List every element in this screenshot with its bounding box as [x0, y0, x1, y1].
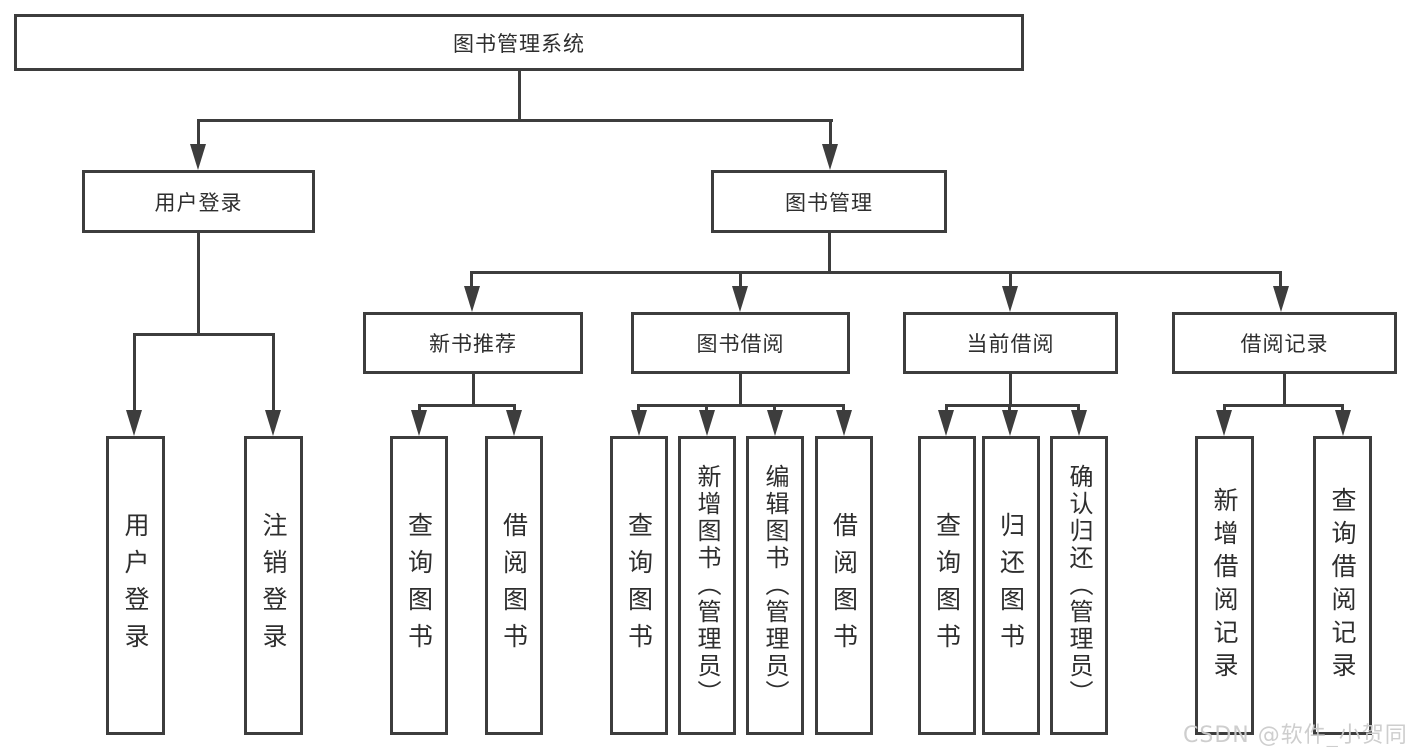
arrow-down-icon [767, 410, 783, 436]
arrow-down-icon [265, 410, 281, 436]
connector-mgmt-drop-3 [1009, 271, 1012, 288]
connector-g2-drop-3 [1077, 404, 1080, 414]
connector-g2-drop-1 [945, 404, 948, 414]
leaf-user-login: 用户登录 [106, 436, 165, 735]
connector-l2-drop-left [197, 119, 200, 147]
connector-mgmt-drop-2 [739, 271, 742, 288]
connector-g2-horizontal [945, 404, 1080, 407]
arrow-down-icon [506, 410, 522, 436]
node-user-login-label: 用户登录 [154, 190, 243, 215]
connector-mgmt-drop-1 [470, 271, 473, 288]
leaf-borrow-books-1: 借阅图书 [485, 436, 543, 735]
leaf-label: 新增借阅记录 [1210, 486, 1239, 685]
leaf-label: 注销登录 [259, 511, 288, 660]
leaf-label: 确认归还（管理员） [1065, 464, 1093, 707]
connector-login-drop-1 [133, 333, 136, 412]
connector-mgmt-horizontal [471, 271, 1282, 274]
connector-mgmt-stub [828, 233, 831, 274]
leaf-query-books-2: 查询图书 [610, 436, 668, 735]
arrow-down-icon [1335, 410, 1351, 436]
leaf-return-books: 归还图书 [982, 436, 1040, 735]
arrow-down-icon [732, 286, 748, 312]
node-book-borrow: 图书借阅 [631, 312, 850, 374]
connector-g1-drop-4 [842, 404, 845, 414]
arrow-down-icon [822, 144, 838, 170]
node-label: 当前借阅 [966, 332, 1055, 356]
connector-g2-drop-2 [1008, 404, 1011, 414]
node-label: 借阅记录 [1240, 332, 1329, 356]
leaf-label: 归还图书 [996, 511, 1026, 660]
node-book-mgmt-label: 图书管理 [785, 190, 873, 215]
leaf-label: 查询图书 [624, 511, 654, 660]
arrow-down-icon [631, 410, 647, 436]
arrow-down-icon [836, 410, 852, 436]
node-book-mgmt: 图书管理 [711, 170, 947, 233]
connector-root-stub [518, 70, 521, 120]
connector-login-stub [197, 233, 200, 335]
arrow-down-icon [126, 410, 142, 436]
connector-g1-drop-2 [705, 404, 708, 414]
connector-g3-horizontal [1223, 404, 1344, 407]
node-root-label: 图书管理系统 [453, 31, 585, 56]
node-root: 图书管理系统 [14, 14, 1024, 71]
leaf-label: 查询图书 [404, 511, 434, 660]
connector-g1-horizontal [637, 404, 845, 407]
leaf-borrow-books-2: 借阅图书 [815, 436, 873, 735]
leaf-label: 查询图书 [932, 511, 962, 660]
csdn-watermark: CSDN @软件_小贺同学 [1183, 723, 1405, 747]
connector-login-drop-2 [272, 333, 275, 412]
leaf-label: 编辑图书（管理员） [761, 464, 789, 707]
arrow-down-icon [1216, 410, 1232, 436]
leaf-add-borrow-record: 新增借阅记录 [1195, 436, 1254, 735]
leaf-logout: 注销登录 [244, 436, 303, 735]
arrow-down-icon [938, 410, 954, 436]
node-current-borrow: 当前借阅 [903, 312, 1118, 374]
leaf-label: 借阅图书 [499, 511, 529, 660]
arrow-down-icon [411, 410, 427, 436]
connector-g0-drop-2 [513, 404, 516, 414]
node-borrow-records: 借阅记录 [1172, 312, 1397, 374]
leaf-query-books-1: 查询图书 [390, 436, 448, 735]
connector-l2-drop-right [829, 119, 832, 147]
connector-mgmt-drop-4 [1279, 271, 1282, 288]
node-new-book-recommend: 新书推荐 [363, 312, 583, 374]
connector-g3-drop-1 [1223, 404, 1226, 414]
leaf-label: 查询借阅记录 [1328, 486, 1357, 685]
arrow-down-icon [699, 410, 715, 436]
leaf-add-books-admin: 新增图书（管理员） [678, 436, 736, 735]
leaf-label: 用户登录 [121, 511, 150, 660]
connector-g0-drop-1 [418, 404, 421, 414]
connector-g1-drop-3 [773, 404, 776, 414]
node-user-login: 用户登录 [82, 170, 315, 233]
connector-g2-stub [1009, 374, 1012, 406]
connector-login-horizontal [133, 333, 275, 336]
node-label: 新书推荐 [429, 332, 517, 356]
leaf-label: 借阅图书 [829, 511, 859, 660]
connector-g3-stub [1283, 374, 1286, 406]
connector-g1-drop-1 [637, 404, 640, 414]
connector-g1-stub [739, 374, 742, 406]
arrow-down-icon [464, 286, 480, 312]
connector-g3-drop-2 [1341, 404, 1344, 414]
arrow-down-icon [190, 144, 206, 170]
arrow-down-icon [1071, 410, 1087, 436]
connector-g0-horizontal [418, 404, 516, 407]
leaf-query-borrow-record: 查询借阅记录 [1313, 436, 1372, 735]
arrow-down-icon [1273, 286, 1289, 312]
arrow-down-icon [1002, 286, 1018, 312]
connector-l2-horizontal [197, 119, 833, 122]
leaf-label: 新增图书（管理员） [693, 464, 721, 707]
leaf-confirm-return-admin: 确认归还（管理员） [1050, 436, 1108, 735]
leaf-edit-books-admin: 编辑图书（管理员） [746, 436, 804, 735]
node-label: 图书借阅 [696, 332, 785, 356]
connector-g0-stub [472, 374, 475, 406]
arrow-down-icon [1002, 410, 1018, 436]
leaf-query-books-3: 查询图书 [918, 436, 976, 735]
